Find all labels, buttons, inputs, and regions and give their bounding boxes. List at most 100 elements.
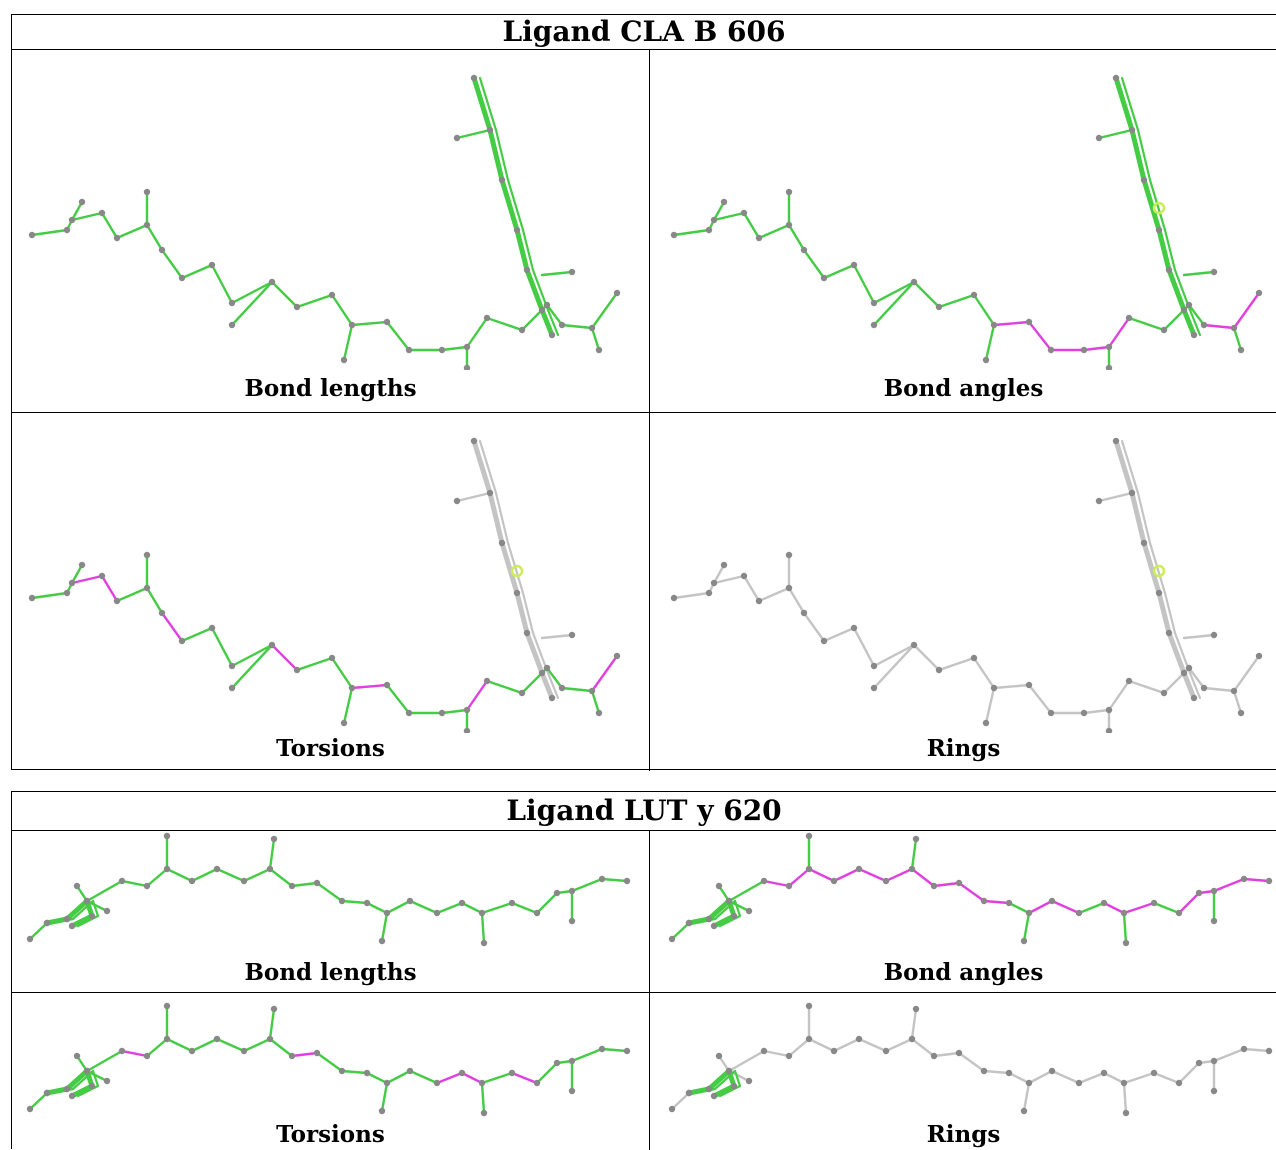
metal-center-marker [1152,564,1166,578]
bond [1242,877,1271,883]
bond [1177,1061,1201,1085]
atom [720,198,728,206]
bond [712,563,726,585]
atom [340,719,348,727]
atom [158,609,166,617]
atom [103,907,111,915]
bond [1152,1071,1181,1085]
atom [68,922,76,930]
bond [315,1051,344,1073]
bond [210,626,234,668]
atom [935,666,943,674]
bond [28,1091,49,1111]
ring-bond [471,438,493,496]
ring-bond [514,590,530,636]
bond [485,679,524,695]
atom [1095,134,1103,142]
atom [710,922,718,930]
bond [872,643,916,668]
atom [785,584,793,592]
atom [1230,324,1238,332]
bond [165,867,194,883]
bond [330,656,354,690]
bond [590,654,619,693]
atom [438,346,446,354]
atom [518,689,526,697]
atom [1265,877,1273,885]
atom [163,832,171,840]
bond [160,248,184,280]
atom [1005,1069,1013,1077]
bond [910,1007,918,1041]
bond [570,1047,604,1063]
atom [908,865,916,873]
bond [822,626,856,643]
bond [1097,128,1134,140]
atom [213,1035,221,1043]
ring-bond [1120,439,1140,495]
panel-title: Ligand LUT y 620 [506,794,782,827]
atom [725,1067,733,1075]
atom [383,318,391,326]
bond [545,303,564,327]
atom [1048,897,1056,905]
bond [380,1081,389,1113]
atom [73,882,81,890]
bond [70,563,84,585]
atom [568,268,576,276]
ring-bond [539,307,555,338]
atom [78,561,86,569]
atom [1180,306,1188,314]
atom [1160,326,1168,334]
atom [1210,1087,1218,1095]
bond [1022,1081,1031,1113]
atom [178,274,186,282]
atom [980,897,988,905]
bond [70,200,84,222]
atom [1075,909,1083,917]
cell-label: Bond lengths [244,959,417,986]
atom [508,899,516,907]
divider [12,992,1276,993]
bond [672,591,711,600]
atom [240,1047,248,1055]
atom [820,274,828,282]
atom [98,572,106,580]
atom [83,1067,91,1075]
bond [242,867,272,883]
divider [649,830,650,1150]
atom [103,1077,111,1085]
bond [455,128,492,140]
atom [935,303,943,311]
bond [1082,345,1111,352]
bond [822,263,856,280]
molecule-image [28,74,621,370]
bond [982,1069,1011,1075]
bond [465,316,489,349]
atom [785,551,793,559]
bond [290,1051,319,1058]
atom [1128,489,1136,497]
atom [705,589,713,597]
bond [957,881,986,903]
atom [498,539,506,547]
atom [348,684,356,692]
atom [882,877,890,885]
bond [992,683,1031,690]
atom [406,1067,414,1075]
bond [215,867,246,883]
atom [730,1082,738,1090]
atom [685,1089,693,1097]
atom [705,1085,713,1093]
atom [850,624,858,632]
atom [143,584,151,592]
atom [830,877,838,885]
atom [543,664,551,672]
atom [188,877,196,885]
ring-bond [487,127,505,183]
atom [208,624,216,632]
atom [1105,727,1113,733]
atom [820,637,828,645]
bond [480,911,486,945]
bond [757,586,791,603]
